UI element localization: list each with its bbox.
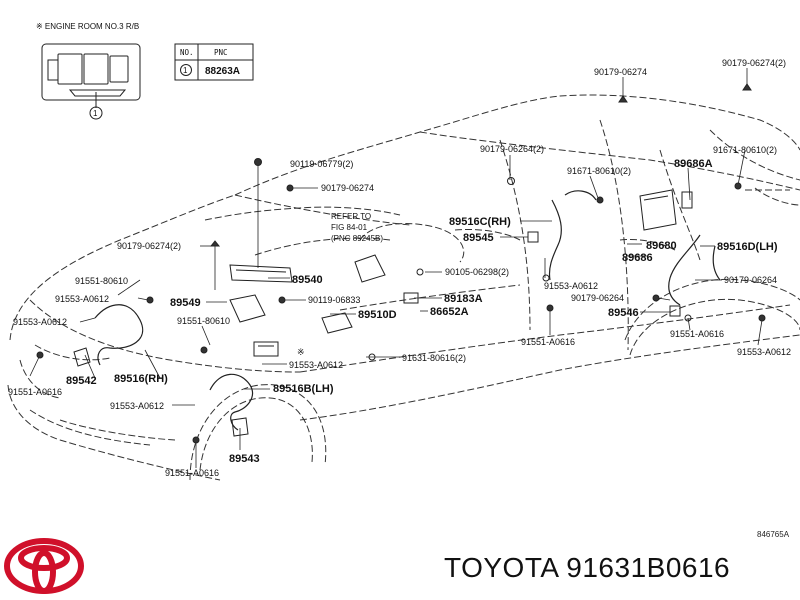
label-90119-06833: 90119-06833	[308, 295, 360, 305]
engine-room-box-illustration	[41, 43, 141, 120]
asterisk-mark: ※	[297, 347, 305, 357]
label-91671-80610-2-mid: 91671-80610(2)	[567, 166, 631, 176]
label-90179-06274-2-top-right: 90179-06274(2)	[722, 58, 786, 68]
label-89516b-lh: 89516B(LH)	[273, 383, 334, 395]
pnc-table-row-pnc: 88263A	[205, 66, 240, 77]
label-pnc-89245b: (PNC 89245B)	[331, 234, 383, 243]
label-91553-a0612-mid-right: 91553-A0612	[544, 281, 598, 291]
label-91631-80616-2: 91631-80616(2)	[402, 353, 466, 363]
pnc-row-circle	[180, 64, 192, 76]
label-89680: 89680	[646, 240, 677, 252]
label-89686: 89686	[622, 252, 653, 264]
label-90105-06298-2: 90105-06298(2)	[445, 267, 509, 277]
sensor-89549-glyph	[229, 294, 266, 323]
pnc-table-col-pnc: PNC	[214, 48, 228, 57]
bolt-icon	[684, 314, 692, 322]
label-91553-a0612-front-upper: 91553-A0612	[55, 294, 109, 304]
sensor-89183a-glyph	[403, 292, 419, 304]
label-90179-06274-hood: 90179-06274	[321, 183, 374, 193]
bolt-icon	[278, 296, 286, 304]
label-91551-80610-mid-left: 91551-80610	[177, 316, 230, 326]
bolt-icon	[416, 268, 424, 276]
control-unit-89680-glyph	[639, 189, 677, 231]
bolt-icon	[758, 314, 766, 322]
bolt-icon	[368, 353, 376, 361]
bolt-icon	[192, 436, 200, 444]
label-90179-06274-top: 90179-06274	[594, 67, 647, 77]
label-89549: 89549	[170, 297, 201, 309]
bolt-icon	[542, 274, 550, 282]
bolt-icon	[507, 177, 515, 185]
bolt-icon	[36, 351, 44, 359]
brand-part-number: TOYOTA 91631B0616	[444, 552, 730, 584]
label-86652a: 86652A	[430, 306, 469, 318]
bolt-icon	[596, 196, 604, 204]
sensor-89686a-glyph	[681, 191, 693, 209]
car-outline	[7, 94, 800, 481]
label-91551-80610-front: 91551-80610	[75, 276, 128, 286]
label-89183a: 89183A	[444, 293, 483, 305]
buzzer-86652a-glyph	[321, 312, 353, 334]
wire-harnesses	[94, 190, 721, 431]
sensor-89546-glyph	[669, 305, 681, 317]
label-90179-06264-right: 90179-06264	[724, 275, 777, 285]
label-89540: 89540	[292, 274, 323, 286]
label-91553-a0612-lower: 91553-A0612	[110, 401, 164, 411]
label-91553-a0612-far-left: 91553-A0612	[13, 317, 67, 327]
pnc-table	[174, 43, 254, 81]
label-91671-80610-2-right: 91671-80610(2)	[713, 145, 777, 155]
label-fig-84-01: FIG 84-01	[331, 223, 368, 232]
label-91551-a0616-right: 91551-A0616	[670, 329, 724, 339]
parts-glyphs	[36, 83, 766, 444]
bolt-icon	[286, 184, 294, 192]
bolt-icon	[742, 83, 752, 91]
bolt-icon	[618, 95, 628, 103]
bolt-icon	[546, 304, 554, 312]
label-89546: 89546	[608, 307, 639, 319]
bolt-icon	[254, 158, 262, 166]
label-89542: 89542	[66, 375, 97, 387]
label-91551-a0616-center: 91551-A0616	[521, 337, 575, 347]
label-91553-a0612-far-right: 91553-A0612	[737, 347, 791, 357]
label-89545: 89545	[463, 232, 494, 244]
bolt-icon	[734, 182, 742, 190]
pnc-table-col-no: NO.	[180, 48, 194, 57]
sensor-89542-glyph	[73, 347, 91, 367]
label-89510d: 89510D	[358, 309, 397, 321]
label-90179-06274-2-left: 90179-06274(2)	[117, 241, 181, 251]
label-91553-a0612-relay: 91553-A0612	[289, 360, 343, 370]
figure-ref-code: 846765A	[757, 530, 790, 539]
airbag-module-89245b-glyph	[354, 254, 386, 283]
engine-room-note: ※ ENGINE ROOM NO.3 R/B	[36, 22, 139, 31]
bolt-icon	[146, 296, 154, 304]
callout-number-1: 1	[93, 109, 98, 118]
label-89543: 89543	[229, 453, 260, 465]
label-91551-a0616-bottom: 91551-A0616	[165, 468, 219, 478]
toyota-logo-icon	[4, 538, 84, 594]
brand-name: TOYOTA	[444, 552, 558, 583]
bolt-icon	[209, 240, 221, 247]
sensor-89540-glyph	[229, 264, 293, 283]
label-89516d-lh: 89516D(LH)	[717, 241, 778, 253]
label-89686a: 89686A	[674, 158, 713, 170]
label-89516c-rh: 89516C(RH)	[449, 216, 511, 228]
label-89516-rh: 89516(RH)	[114, 373, 168, 385]
label-90119-06779-2: 90119-06779(2)	[290, 159, 353, 169]
part-number: 91631B0616	[566, 552, 731, 583]
relay-88263a-glyph	[253, 341, 279, 357]
sensor-89545-glyph	[527, 231, 539, 243]
label-90179-06264-mid: 90179-06264	[571, 293, 624, 303]
pnc-table-row-no: 1	[183, 66, 188, 75]
label-refer-to: REFER TO	[331, 212, 371, 221]
label-91551-a0616-far-left: 91551-A0616	[8, 387, 62, 397]
bolt-icon	[200, 346, 208, 354]
label-90179-06264-2: 90179-06264(2)	[480, 144, 544, 154]
sensor-89543-glyph	[231, 417, 249, 437]
bolt-icon	[652, 294, 660, 302]
